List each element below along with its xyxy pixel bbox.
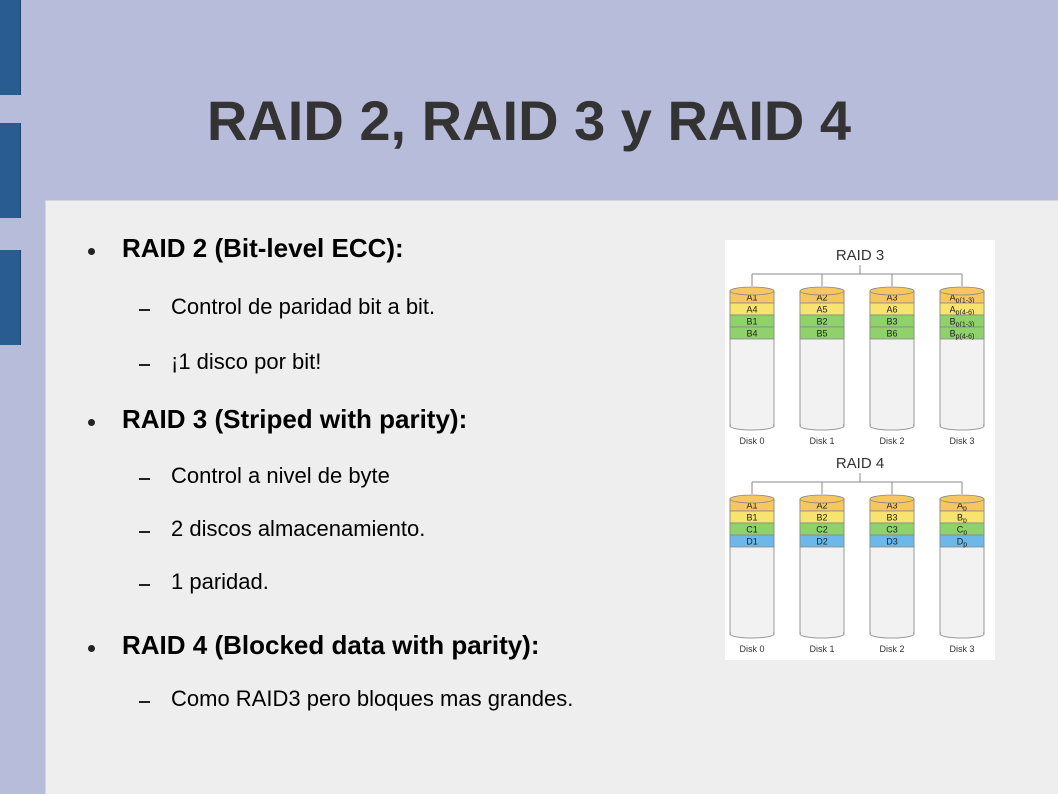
disk-block-label: A2 xyxy=(816,293,827,303)
disk-block-label: Ap xyxy=(957,501,967,513)
disk-block-label: B1 xyxy=(746,513,757,523)
sub-bullet-dash xyxy=(139,364,150,366)
disk-name: Disk 2 xyxy=(879,436,904,446)
disk-block xyxy=(869,326,915,340)
sub-bullet-dash xyxy=(139,309,150,311)
disk-block-label: Bp(1-3) xyxy=(950,317,975,329)
sub-bullet: Control de paridad bit a bit. xyxy=(171,294,436,319)
disk-name: Disk 2 xyxy=(879,644,904,654)
disk-block-label: Ap(1-3) xyxy=(950,293,975,305)
disk-block-label: B1 xyxy=(746,317,757,327)
disk-name: Disk 0 xyxy=(739,644,764,654)
disk-block-label: D1 xyxy=(746,537,758,547)
sub-bullet-dash xyxy=(139,478,150,480)
sub-bullet-dash xyxy=(139,584,150,586)
disk-block-label: A3 xyxy=(886,501,897,511)
raid3-label: RAID 3 xyxy=(836,247,884,264)
bullet-dot xyxy=(88,248,95,255)
disk-block-label: A3 xyxy=(886,293,897,303)
disk-block-label: B4 xyxy=(746,329,757,339)
bullet-dot xyxy=(88,645,95,652)
disk-block-label: Bp xyxy=(957,513,967,525)
sidebar-accent-bar-1 xyxy=(0,0,21,95)
disk-block-label: C2 xyxy=(816,525,828,535)
disk-block-label: A2 xyxy=(816,501,827,511)
disk-block-label: A5 xyxy=(816,305,827,315)
disk-block-label: D2 xyxy=(816,537,828,547)
disk-block-label: B3 xyxy=(886,513,897,523)
disk-block-label: C1 xyxy=(746,525,758,535)
disk-block xyxy=(799,326,845,340)
slide-title: RAID 2, RAID 3 y RAID 4 xyxy=(206,89,852,152)
disk-block xyxy=(939,326,985,340)
disk-block xyxy=(799,534,845,548)
sub-bullet: 2 discos almacenamiento. xyxy=(171,516,426,541)
raid3-disk: Ap(1-3)Ap(4-6)Bp(1-3)Bp(4-6) Disk 3 xyxy=(939,286,985,446)
disk-block-label: A6 xyxy=(886,305,897,315)
disk-block xyxy=(729,326,775,340)
bullet-dot xyxy=(88,419,95,426)
sub-bullet-dash xyxy=(139,531,150,533)
sub-bullet-dash xyxy=(139,701,150,703)
raid4-label: RAID 4 xyxy=(836,455,884,472)
disk-block-label: B2 xyxy=(816,513,827,523)
disk-name: Disk 1 xyxy=(809,436,834,446)
disk-block-label: A1 xyxy=(746,501,757,511)
disk-block-label: C3 xyxy=(886,525,898,535)
disk-block-label: Bp(4-6) xyxy=(950,329,975,341)
disk-block-label: A1 xyxy=(746,293,757,303)
sidebar-accent-bar-3 xyxy=(0,250,21,345)
disk-name: Disk 3 xyxy=(949,644,974,654)
sub-bullet: Como RAID3 pero bloques mas grandes. xyxy=(171,686,574,711)
bullet-raid4: RAID 4 (Blocked data with parity): xyxy=(122,630,540,660)
sidebar-accent-bar-2 xyxy=(0,123,21,218)
sub-bullet: 1 paridad. xyxy=(171,569,269,594)
disk-block-label: Dp xyxy=(957,537,968,549)
sub-bullet: Control a nivel de byte xyxy=(171,463,390,488)
disk-block-label: B5 xyxy=(816,329,827,339)
bullet-raid2: RAID 2 (Bit-level ECC): xyxy=(122,233,404,263)
disk-block-label: B2 xyxy=(816,317,827,327)
disk-block xyxy=(869,534,915,548)
disk-block-label: B3 xyxy=(886,317,897,327)
disk-block xyxy=(939,534,985,548)
disk-name: Disk 0 xyxy=(739,436,764,446)
disk-name: Disk 1 xyxy=(809,644,834,654)
disk-block-label: A4 xyxy=(746,305,757,315)
disk-block xyxy=(729,534,775,548)
disk-block-label: B6 xyxy=(886,329,897,339)
bullet-raid3: RAID 3 (Striped with parity): xyxy=(122,404,468,434)
disk-block-label: D3 xyxy=(886,537,898,547)
disk-block-label: Ap(4-6) xyxy=(950,305,975,317)
disk-block-label: Cp xyxy=(957,525,968,537)
disk-name: Disk 3 xyxy=(949,436,974,446)
sub-bullet: ¡1 disco por bit! xyxy=(171,349,322,374)
